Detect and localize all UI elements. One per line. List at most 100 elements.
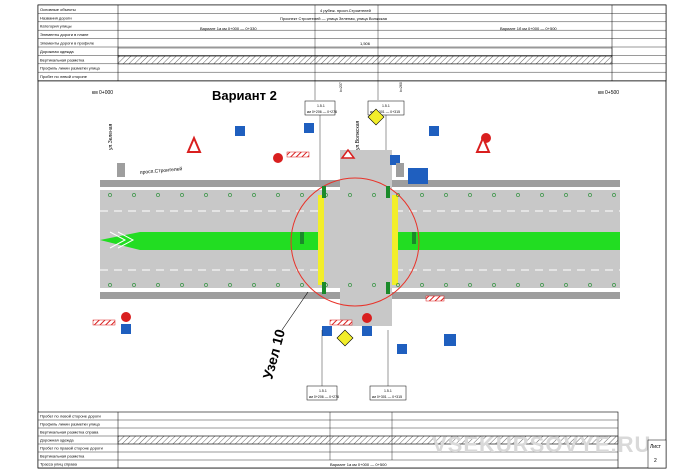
callout-label: 1.5.1 xyxy=(382,104,390,108)
callout-label: 1.5.1 xyxy=(317,104,325,108)
traffic-lights xyxy=(300,186,416,294)
table-row-label: Вертикальная разметка xyxy=(40,57,85,62)
barrier-icon xyxy=(329,319,353,326)
tree-marker xyxy=(108,193,112,197)
traffic-signs xyxy=(92,108,491,354)
barrier-icon xyxy=(286,151,310,158)
callout-range: км 0+301 — 0+315 xyxy=(370,110,400,114)
table-row-label: Основные объекты xyxy=(40,7,76,12)
tree-marker xyxy=(348,283,352,287)
hatch-row xyxy=(117,55,613,65)
barrier-icon xyxy=(425,295,445,302)
street-left-label: ул.Зеленая xyxy=(108,123,114,150)
no-entry-icon xyxy=(273,153,283,163)
marker-top: b=237 xyxy=(339,82,343,92)
road-plan xyxy=(100,150,620,326)
priority-road-icon xyxy=(336,329,354,347)
sheet-number-box xyxy=(647,439,667,469)
tree-marker xyxy=(276,283,280,287)
variant-title: Вариант 2 xyxy=(212,88,277,103)
pedestrian-post-icon xyxy=(396,163,404,177)
tree-marker xyxy=(372,283,376,287)
pedestrian-post-icon xyxy=(117,163,125,177)
lane-sign-icon xyxy=(390,155,400,165)
tree-marker xyxy=(420,193,424,197)
tree-marker xyxy=(396,193,400,197)
intersection-area xyxy=(322,190,392,288)
tree-marker xyxy=(348,193,352,197)
tree-marker xyxy=(300,283,304,287)
tree-marker xyxy=(492,193,496,197)
callout-range: км 0+206 — 0+276 xyxy=(307,110,337,114)
table-row-label: Категория улицы xyxy=(40,24,72,29)
tree-marker xyxy=(252,283,256,287)
tree-marker xyxy=(228,283,232,287)
variant-a-label: Вариант 1а км 0+000 — 0+330 xyxy=(200,26,257,31)
table-row-label: Вертикальная разметка справа xyxy=(40,430,99,435)
tree-marker xyxy=(132,283,136,287)
tree-marker xyxy=(228,193,232,197)
tree-marker xyxy=(132,193,136,197)
table-row-label: Дорожная одежда xyxy=(40,438,74,443)
top-title-value: 4 рубеж. просп.Строителей xyxy=(320,8,371,13)
sheet-number: 2 xyxy=(654,458,657,464)
tree-marker xyxy=(540,283,544,287)
table-row-label: Пробег по левой стороне дороги xyxy=(40,414,101,419)
node-label: Узел 10 xyxy=(259,327,288,381)
chevron-marking xyxy=(109,231,135,249)
tree-marker xyxy=(468,193,472,197)
street-right-label: ул.Волжская xyxy=(355,120,361,150)
direction-sign-icon xyxy=(235,126,245,136)
table-row-label: Трасса улиц справа xyxy=(40,462,78,467)
tree-marker xyxy=(516,283,520,287)
tree-marker xyxy=(492,283,496,287)
callout-label: 1.5.1 xyxy=(319,389,327,393)
callout-group-bottom: 1.5.1 км 0+206 — 0+276 1.5.1 км 0+301 — … xyxy=(306,330,407,401)
direction-sign-icon xyxy=(429,126,439,136)
tree-marker xyxy=(516,193,520,197)
tree-marker xyxy=(180,193,184,197)
profile-value: 1,506 xyxy=(360,41,371,46)
tree-marker xyxy=(204,193,208,197)
street-main-label: просп.Строителей xyxy=(140,165,183,176)
km-start: км 0+000 xyxy=(92,90,113,96)
table-row-label: Профиль линии разметки улица xyxy=(40,422,101,427)
direction-sign-icon xyxy=(304,123,314,133)
sheet-label: Лист xyxy=(650,444,662,450)
table-row-label: Элементы дороги в плане xyxy=(40,32,89,37)
direction-sign-icon xyxy=(444,334,456,346)
tree-marker xyxy=(252,193,256,197)
tree-marker xyxy=(564,193,568,197)
barrier-icon xyxy=(92,319,116,326)
variant-b-label: Вариант 1б км 0+000 — 0+500 xyxy=(500,26,557,31)
priority-road-icon xyxy=(367,108,385,126)
warning-triangle-icon xyxy=(340,148,356,159)
table-row-label: Пробег по левой стороне xyxy=(40,74,88,79)
bottom-note: Вариант 1а км 0+000 — 0+500 xyxy=(330,462,387,467)
warning-triangle-icon xyxy=(186,135,202,153)
tree-marker xyxy=(444,283,448,287)
no-entry-icon xyxy=(121,312,131,322)
tree-marker xyxy=(612,283,616,287)
tree-marker xyxy=(204,283,208,287)
tree-marker xyxy=(564,283,568,287)
tree-marker xyxy=(156,283,160,287)
callout-range: км 0+206 — 0+276 xyxy=(309,395,339,399)
table-row-label: Пробег по правой стороне дороги xyxy=(40,446,103,451)
tree-marker xyxy=(588,193,592,197)
table-row-label: Вертикальная разметка xyxy=(40,454,85,459)
tree-marker xyxy=(180,283,184,287)
tree-marker xyxy=(108,283,112,287)
watermark: VSEKURSOVYE.RU xyxy=(432,432,651,457)
crosswalk-west xyxy=(318,195,324,285)
callout-range: км 0+301 — 0+315 xyxy=(372,395,402,399)
tree-marker xyxy=(420,283,424,287)
table-row-label: Названия дороги xyxy=(40,15,72,20)
tree-marker xyxy=(588,283,592,287)
tree-marker xyxy=(300,193,304,197)
warning-triangle-icon xyxy=(475,135,491,153)
tree-marker xyxy=(156,193,160,197)
